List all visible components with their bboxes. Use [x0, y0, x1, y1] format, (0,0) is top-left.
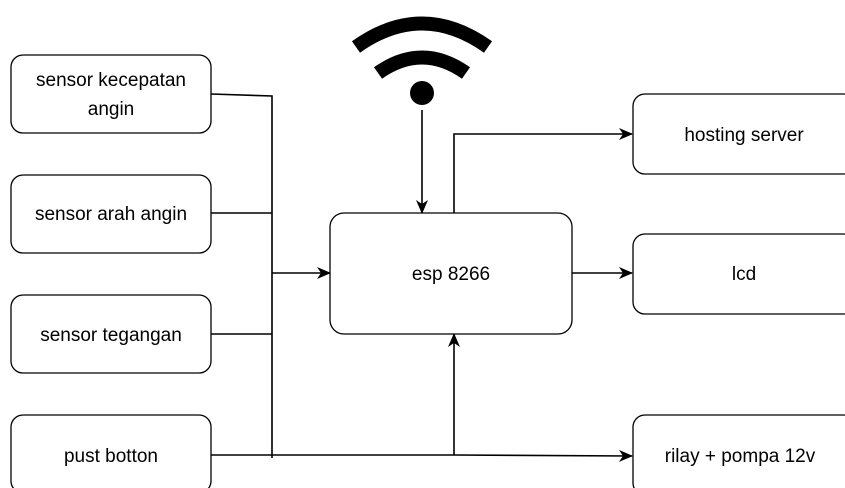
node-push-button: pust botton [10, 414, 212, 488]
edge-esp-to-hosting [453, 128, 633, 213]
node-push-button-label: pust botton [64, 446, 158, 467]
node-relay-pompa: rilay + pompa 12v [632, 414, 845, 488]
node-sensor-arah-angin: sensor arah angin [10, 174, 212, 254]
node-sensor-tegangan-label: sensor tegangan [40, 325, 182, 346]
edge-kecepatan-bus [210, 93, 273, 458]
node-sensor-kecepatan-angin-label-line1: sensor kecepatan [36, 70, 186, 91]
node-esp-8266-label: esp 8266 [412, 264, 490, 285]
node-sensor-kecepatan-angin-label-line2: angin [88, 99, 135, 120]
connectors [210, 93, 633, 462]
node-lcd-label: lcd [732, 264, 756, 285]
wifi-icon [351, 16, 493, 105]
node-hosting-server: hosting server [632, 93, 845, 175]
edge-button-to-relay [211, 449, 633, 462]
node-sensor-tegangan: sensor tegangan [10, 294, 212, 374]
node-relay-pompa-label: rilay + pompa 12v [665, 446, 816, 467]
node-sensor-kecepatan-angin: sensor kecepatan angin [10, 54, 212, 134]
node-sensor-arah-angin-label: sensor arah angin [35, 204, 187, 225]
node-lcd: lcd [632, 233, 845, 315]
node-esp-8266: esp 8266 [329, 212, 573, 335]
node-hosting-server-label: hosting server [684, 125, 804, 146]
